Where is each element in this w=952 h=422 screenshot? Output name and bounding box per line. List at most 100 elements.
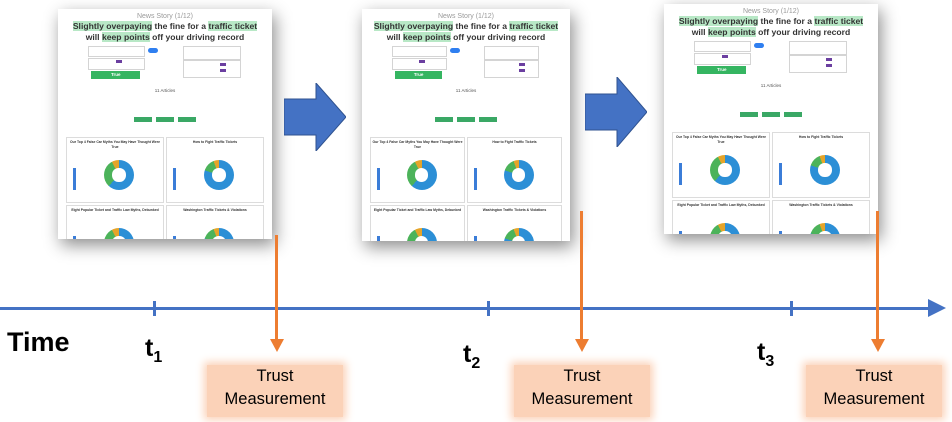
source-select[interactable]	[694, 41, 752, 52]
headline-segment: keep points	[707, 27, 756, 37]
importance-bar	[173, 168, 176, 190]
headline-segment: the fine for a	[758, 16, 815, 26]
report-button[interactable]	[762, 112, 780, 117]
prediction-controls: True	[392, 46, 540, 86]
report-button[interactable]	[457, 117, 475, 122]
prediction-controls: True	[694, 41, 848, 81]
article-card[interactable]: Eight Popular Ticket and Traffic Law Myt…	[672, 200, 770, 234]
confidence-box	[694, 53, 752, 65]
article-card[interactable]: How to Fight Traffic Tickets	[772, 132, 870, 198]
importance-donut-chart	[503, 160, 534, 190]
instructions	[58, 93, 272, 108]
explain-toggle[interactable]	[754, 43, 765, 48]
time-point-base: t	[757, 338, 766, 366]
news-story-screenshot-1: News Story (1/12)Slightly overpaying the…	[58, 9, 272, 239]
skip-button[interactable]	[178, 117, 196, 122]
instruction-line	[664, 98, 878, 103]
importance-donut-chart	[406, 160, 437, 190]
importance-donut-chart	[710, 155, 740, 185]
confidence-box	[88, 58, 146, 70]
scope-select[interactable]	[183, 46, 241, 60]
article-card[interactable]: Washington Traffic Tickets & Violations	[166, 205, 264, 239]
source-select[interactable]	[88, 46, 146, 57]
confidence-box	[392, 58, 448, 70]
headline-segment: traffic ticket	[208, 21, 258, 31]
measurement-arrowhead-3	[870, 339, 885, 352]
story-counter: News Story (1/12)	[742, 8, 800, 15]
scope-select[interactable]	[789, 41, 847, 55]
time-point-sub: 1	[153, 349, 163, 366]
importance-bar	[377, 236, 380, 241]
prediction-controls: True	[88, 46, 242, 86]
importance-donut-chart	[810, 223, 840, 234]
report-button[interactable]	[156, 117, 174, 122]
article-card[interactable]: Washington Traffic Tickets & Violations	[467, 205, 562, 241]
time-point-sub: 3	[765, 353, 775, 370]
tick-t1	[153, 301, 156, 316]
trust-label: Trust	[256, 367, 294, 385]
related-badge	[519, 69, 526, 72]
forward-arrow-2	[585, 77, 647, 147]
instruction-line	[58, 103, 272, 108]
true-button[interactable]: True	[91, 71, 141, 79]
headline-segment: Slightly overpaying	[678, 16, 759, 26]
share-button[interactable]	[740, 112, 758, 117]
share-button[interactable]	[134, 117, 152, 122]
measurement-arrow-line-3	[876, 211, 879, 341]
article-title: Our Top 4 False Car Myths You May Have T…	[70, 140, 160, 149]
time-axis-arrowhead	[928, 299, 946, 317]
time-axis	[0, 307, 932, 310]
trust-measurement-box-3: Trust Measurement	[806, 365, 942, 417]
measurement-arrowhead-1	[269, 339, 284, 352]
explain-toggle[interactable]	[449, 48, 460, 53]
measurement-arrowhead-2	[574, 339, 589, 352]
article-card[interactable]: Our Top 4 False Car Myths You May Have T…	[370, 137, 465, 203]
related-badge	[220, 69, 227, 72]
true-button[interactable]: True	[697, 66, 747, 74]
importance-donut-chart	[406, 228, 437, 241]
article-title: How to Fight Traffic Tickets	[492, 140, 537, 144]
article-card[interactable]: How to Fight Traffic Tickets	[467, 137, 562, 203]
headline-badge	[826, 58, 833, 61]
importance-donut-chart	[810, 155, 840, 185]
time-point-sub: 2	[471, 355, 481, 372]
article-card[interactable]: Eight Popular Ticket and Traffic Law Myt…	[66, 205, 164, 239]
article-title: Eight Popular Ticket and Traffic Law Myt…	[373, 208, 462, 212]
story-headline: Slightly overpaying the fine for a traff…	[672, 16, 870, 38]
article-card[interactable]: How to Fight Traffic Tickets	[166, 137, 264, 203]
headline-box	[183, 60, 241, 78]
true-button[interactable]: True	[394, 71, 443, 79]
importance-bar	[679, 163, 682, 185]
news-story-screenshot-3: News Story (1/12)Slightly overpaying the…	[664, 4, 878, 234]
explain-toggle[interactable]	[148, 48, 159, 53]
headline-segment: the fine for a	[453, 21, 510, 31]
article-card[interactable]: Washington Traffic Tickets & Violations	[772, 200, 870, 234]
headline-box	[789, 55, 847, 73]
headline-segment: off your driving record	[450, 32, 546, 42]
instructions	[362, 93, 570, 108]
tick-t2	[487, 301, 490, 316]
article-card[interactable]: Our Top 4 False Car Myths You May Have T…	[672, 132, 770, 198]
importance-donut-chart	[104, 228, 134, 239]
share-button[interactable]	[435, 117, 453, 122]
article-title: How to Fight Traffic Tickets	[192, 140, 238, 144]
skip-button[interactable]	[784, 112, 802, 117]
article-card[interactable]: Eight Popular Ticket and Traffic Law Myt…	[370, 205, 465, 241]
source-select[interactable]	[392, 46, 448, 57]
importance-bar	[779, 231, 782, 234]
measurement-label: Measurement	[224, 390, 326, 408]
measurement-arrow-line-2	[580, 211, 583, 341]
articles-count: 11 Articles	[455, 88, 477, 93]
time-point-base: t	[463, 340, 472, 368]
confidence-badge	[115, 60, 122, 63]
scope-select[interactable]	[483, 46, 540, 60]
trust-label: Trust	[563, 367, 601, 385]
confidence-badge	[418, 60, 425, 63]
articles-count: 11 Articles	[154, 88, 176, 93]
trust-measurement-box-1: Trust Measurement	[207, 365, 343, 417]
article-card[interactable]: Our Top 4 False Car Myths You May Have T…	[66, 137, 164, 203]
skip-button[interactable]	[479, 117, 497, 122]
headline-segment: keep points	[101, 32, 150, 42]
importance-donut-chart	[204, 160, 234, 190]
importance-donut-chart	[204, 228, 234, 239]
